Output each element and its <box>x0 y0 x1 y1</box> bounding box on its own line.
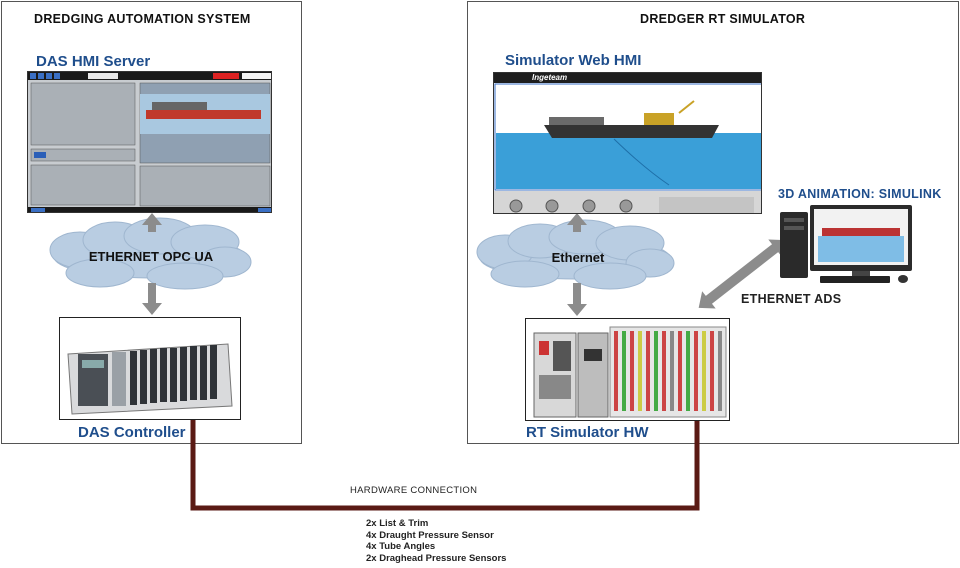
simulator-panel-title: DREDGER RT SIMULATOR <box>640 12 806 26</box>
signal-list-item: 4x Tube Angles <box>366 541 436 552</box>
das-hmi-screen <box>27 71 272 213</box>
arrow-ads-diagonal <box>698 239 786 309</box>
simulator-hmi-label: Simulator Web HMI <box>505 52 642 69</box>
signal-list-item: 2x List & Trim <box>366 518 429 529</box>
ethernet-label: Ethernet <box>551 250 605 265</box>
rt-simulator-hw-label: RT Simulator HW <box>526 424 649 441</box>
ethernet-opcua-label: ETHERNET OPC UA <box>88 249 214 264</box>
das-controller-label: DAS Controller <box>78 424 186 441</box>
signal-list-item: 2x Draghead Pressure Sensors <box>366 552 507 564</box>
arrow-hmi-cloud-left <box>142 213 162 232</box>
ingeteam-logo: Ingeteam <box>532 73 568 82</box>
animation-label: 3D ANIMATION: SIMULINK <box>778 187 942 201</box>
signal-list: 2x List & Trim 4x Draught Pressure Senso… <box>366 518 506 564</box>
hardware-cable <box>190 418 700 511</box>
ethernet-cloud-left <box>49 217 252 290</box>
das-panel-title: DREDGING AUTOMATION SYSTEM <box>34 12 251 26</box>
hardware-connection-label: HARDWARE CONNECTION <box>350 485 478 496</box>
rt-simulator-hw-image <box>525 318 730 421</box>
arrow-cloud-controller-left <box>142 283 162 315</box>
das-controller-image <box>59 317 241 420</box>
arrow-cloud-hw-right <box>567 283 587 316</box>
ethernet-ads-label: ETHERNET ADS <box>741 292 842 306</box>
simulator-hmi-screen: Ingeteam <box>493 72 762 214</box>
signal-list-item: 4x Draught Pressure Sensor <box>366 529 494 541</box>
ethernet-cloud-right <box>476 219 675 290</box>
das-hmi-label: DAS HMI Server <box>36 53 151 70</box>
arrow-hmi-cloud-right <box>567 213 587 232</box>
